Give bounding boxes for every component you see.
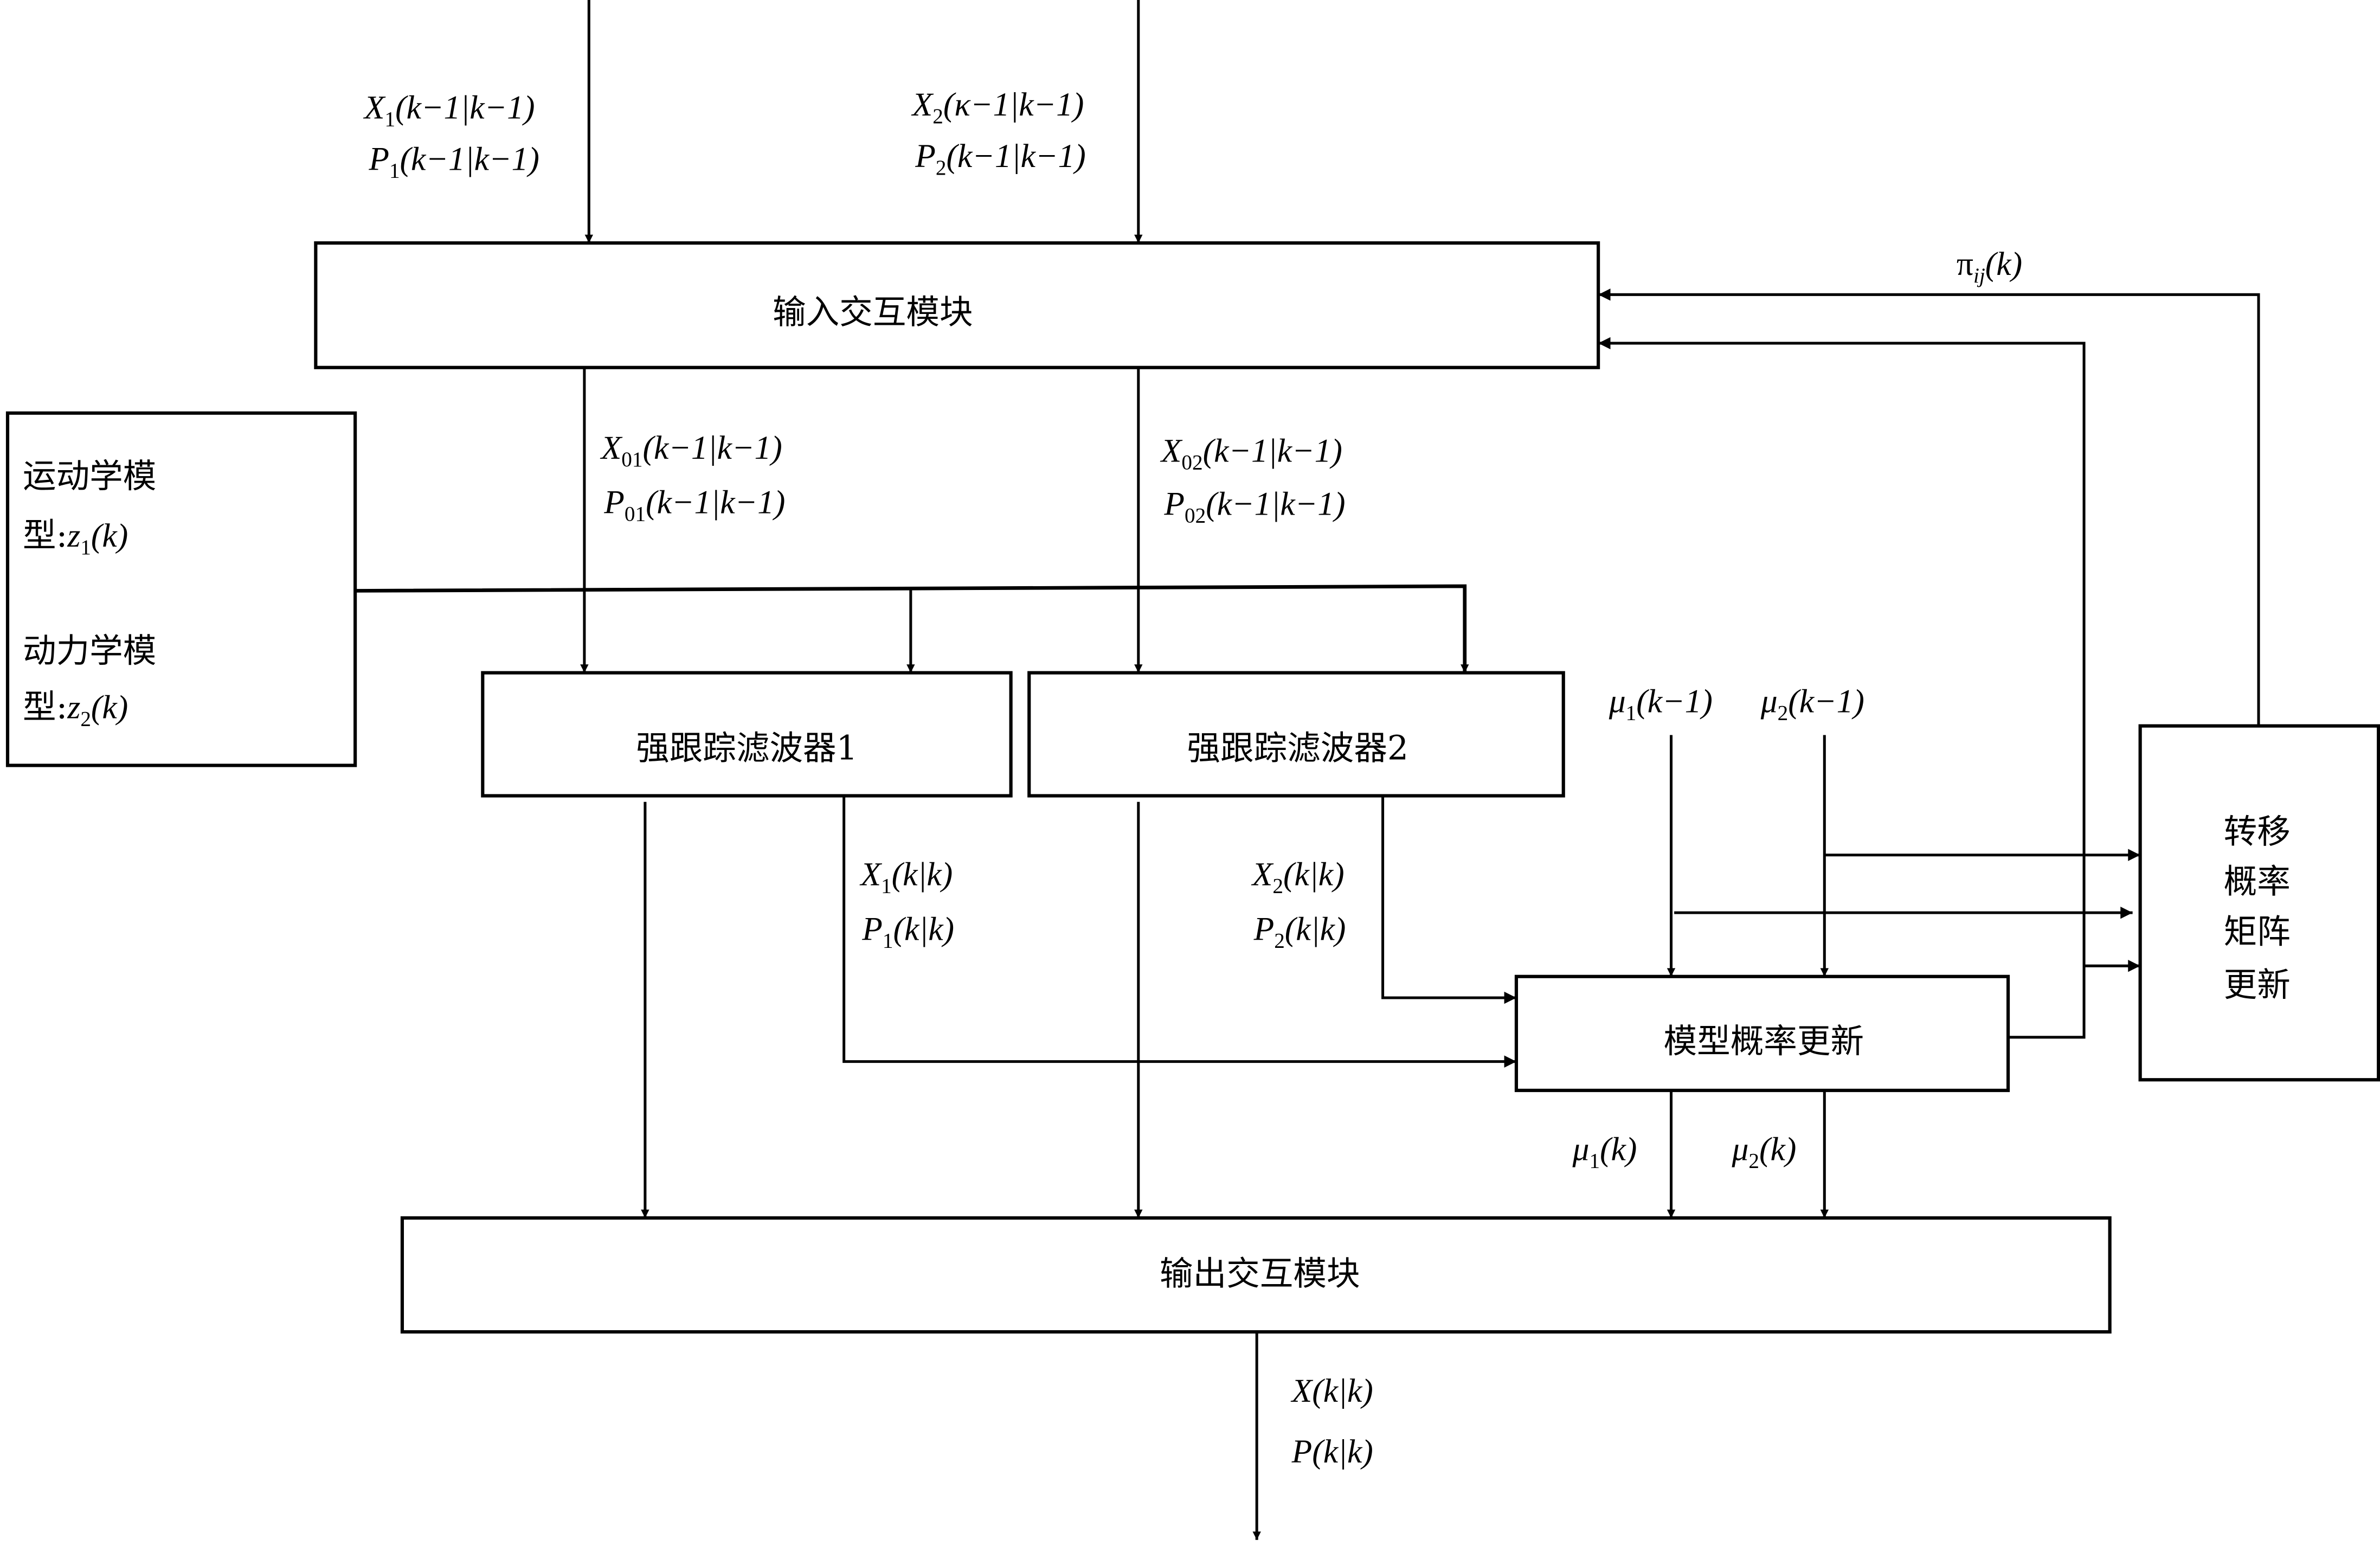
label-x02: X02(k−1|k−1) <box>1160 432 1342 474</box>
filter-2-label: 强跟踪滤波器2 <box>1187 728 1408 767</box>
strong-tracking-filter-2-block: 强跟踪滤波器2 <box>1027 671 1565 798</box>
label-p-output: P(k|k) <box>1291 1433 1373 1470</box>
transition-label-line4: 更新 <box>2224 965 2291 1004</box>
label-p02: P02(k−1|k−1) <box>1163 485 1345 527</box>
input-interaction-block: 输入交互模块 <box>314 241 1600 369</box>
arrow-filter1-to-model-prob <box>842 796 1516 1068</box>
kinematic-model-label-line2: 型:z1(k) <box>23 516 128 559</box>
model-probability-update-block: 模型概率更新 <box>1514 974 2010 1092</box>
label-mu1-prev: μ1(k−1) <box>1609 683 1713 724</box>
kinematic-model-label-line1: 运动学模 <box>23 457 156 496</box>
transition-label-line3: 矩阵 <box>2224 912 2291 951</box>
label-x2-filtered: X2(k|k) <box>1251 856 1345 898</box>
arrow-model-prob-to-input <box>1598 337 2086 1039</box>
motion-models-block: 运动学模 型:z1(k) 动力学模 型:z2(k) <box>5 411 357 767</box>
model-probability-update-label: 模型概率更新 <box>1664 1022 1864 1061</box>
label-x2-input: X2(κ−1|k−1) <box>911 86 1084 128</box>
arrow-models-to-filter2 <box>355 584 1469 673</box>
input-interaction-label: 输入交互模块 <box>773 293 973 332</box>
arrow-filter2-to-model-prob <box>1381 796 1516 1004</box>
filter-1-label: 强跟踪滤波器1 <box>636 728 858 767</box>
label-pi-ij: πij(k) <box>1957 246 2022 287</box>
label-x1-input: X1(k−1|k−1) <box>363 89 535 131</box>
dynamic-model-label-line1: 动力学模 <box>23 631 156 670</box>
label-mu2: μ2(k) <box>1732 1131 1797 1173</box>
label-p01: P01(k−1|k−1) <box>603 484 785 526</box>
label-mu2-prev: μ2(k−1) <box>1760 683 1864 724</box>
output-interaction-label: 输出交互模块 <box>1160 1254 1360 1293</box>
label-x-output: X(k|k) <box>1290 1372 1373 1409</box>
label-p1-input: P1(k−1|k−1) <box>368 141 539 183</box>
label-x1-filtered: X1(k|k) <box>859 856 953 898</box>
arrow-pi-feedback <box>1598 288 2260 726</box>
transition-label-line1: 转移 <box>2224 812 2291 851</box>
label-p1-filtered: P1(k|k) <box>861 911 954 953</box>
strong-tracking-filter-1-block: 强跟踪滤波器1 <box>481 671 1013 798</box>
transition-label-line2: 概率 <box>2224 862 2291 901</box>
output-interaction-block: 输出交互模块 <box>400 1216 2112 1334</box>
transition-matrix-update-block: 转移 概率 矩阵 更新 <box>2138 724 2380 1082</box>
dynamic-model-label-line2: 型:z2(k) <box>23 688 128 731</box>
label-mu1: μ1(k) <box>1572 1131 1637 1173</box>
label-p2-input: P2(k−1|k−1) <box>915 138 1086 179</box>
label-x01: X01(k−1|k−1) <box>600 429 782 471</box>
label-p2-filtered: P2(k|k) <box>1253 911 1346 953</box>
